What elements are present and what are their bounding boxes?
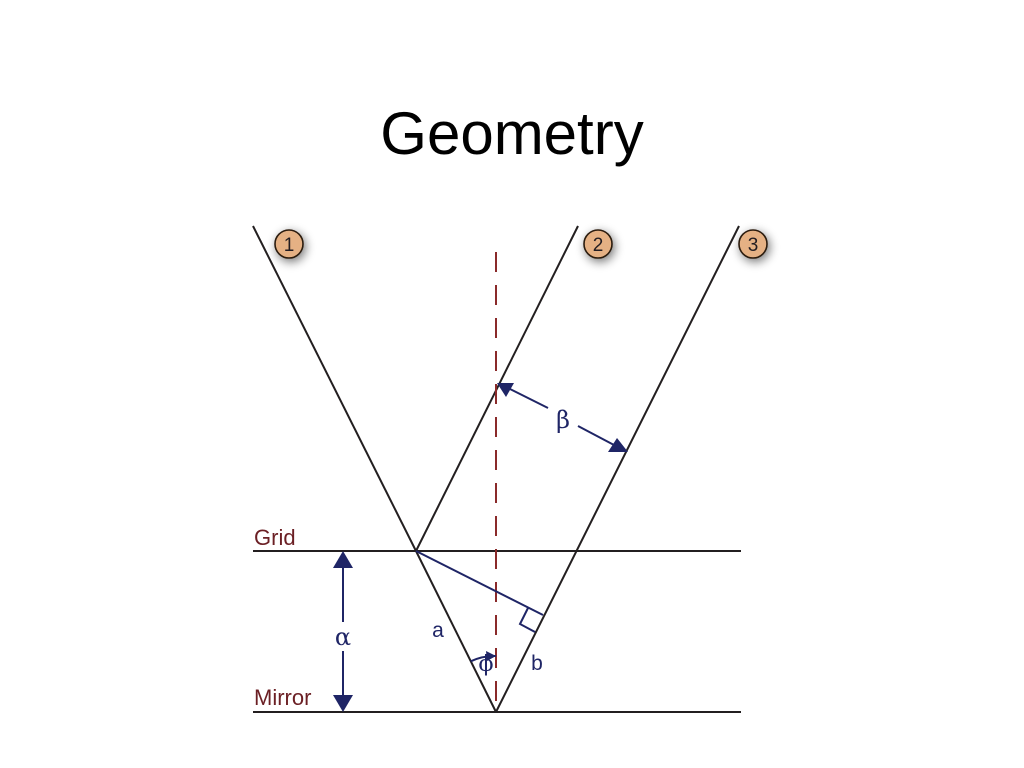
perpendicular-segment xyxy=(415,550,544,616)
ray-badge-2: 2 xyxy=(583,229,613,259)
ray-badge-2-number: 2 xyxy=(593,235,604,256)
mirror-label: Mirror xyxy=(254,685,311,710)
ray-3-reflected xyxy=(495,225,740,713)
alpha-arrowhead-bottom xyxy=(333,695,353,712)
beta-arrow-shaft-upper xyxy=(509,388,549,409)
beta-label: β xyxy=(556,406,570,434)
beta-arrowhead-upper xyxy=(497,383,514,397)
ray-badge-1: 1 xyxy=(274,229,304,259)
ray-1-continuation xyxy=(415,550,497,713)
slide-title: Geometry xyxy=(380,100,644,167)
ray-badge-1-number: 1 xyxy=(284,235,295,256)
beta-arrow-shaft-lower xyxy=(577,425,615,446)
segment-b-label: b xyxy=(531,652,543,675)
phi-label: ϕ xyxy=(479,652,494,677)
right-angle-marker xyxy=(518,607,536,633)
beta-arrowhead-lower xyxy=(608,438,628,452)
grid-label: Grid xyxy=(254,525,296,550)
ray-badge-3-number: 3 xyxy=(748,235,759,256)
segment-a-label: a xyxy=(432,619,444,642)
ray-1-incident xyxy=(252,225,417,552)
alpha-label: α xyxy=(335,623,351,651)
alpha-arrowhead-top xyxy=(333,551,353,568)
phi-arc-arrowhead xyxy=(486,651,496,661)
ray-badge-3: 3 xyxy=(738,229,768,259)
